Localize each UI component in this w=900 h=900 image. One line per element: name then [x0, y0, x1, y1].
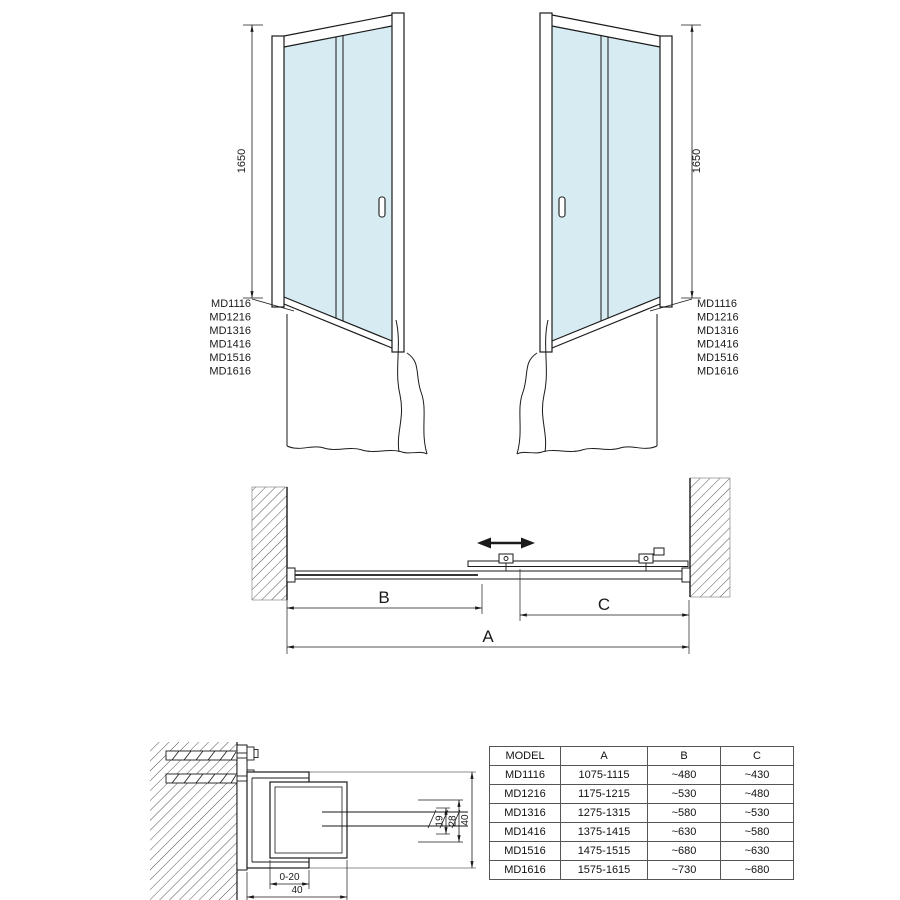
wall-section	[150, 742, 237, 900]
dim-b-label: B	[378, 588, 389, 607]
bathtub	[516, 314, 658, 455]
wall-left	[251, 486, 288, 601]
dim-profile-width-label: 40	[291, 885, 303, 896]
height-dimension: 1650	[236, 24, 263, 299]
cell-c: ~630	[720, 841, 794, 861]
leader-line	[251, 298, 295, 312]
front-view-left: 1650 MD1116 MD1216 MD1316 MD1416 MD1516 …	[209, 12, 428, 455]
model-label: MD1316	[209, 325, 251, 337]
glass-panel	[552, 26, 660, 341]
model-label: MD1616	[209, 366, 251, 378]
cell-model: MD1416	[489, 822, 561, 842]
model-label: MD1516	[209, 352, 251, 364]
sliding-panel	[467, 560, 689, 567]
cell-model: MD1616	[489, 860, 561, 880]
profile-back-flange	[236, 744, 248, 871]
roller	[503, 556, 509, 561]
door-profile-section	[269, 781, 348, 859]
dim-glass-depth-label: 19	[435, 815, 446, 827]
detail-section: 0-20 40 19 28 40	[150, 742, 476, 900]
cell-b: ~730	[647, 860, 721, 880]
header-c: C	[720, 746, 794, 766]
model-labels-right: MD1116 MD1216 MD1316 MD1416 MD1516 MD161…	[649, 298, 739, 378]
cell-c: ~680	[720, 860, 794, 880]
model-label: MD1216	[209, 312, 251, 324]
wall-right	[689, 477, 731, 598]
door-stopper	[653, 547, 665, 556]
table-row: MD1616 1575-1615 ~730 ~680	[489, 860, 794, 880]
table-row: MD1216 1175-1215 ~530 ~480	[489, 784, 794, 804]
wall-profile-left	[539, 12, 553, 353]
model-label: MD1516	[697, 352, 739, 364]
front-view-right: 1650 MD1116 MD1216 MD1316 MD1416 MD1516 …	[516, 12, 739, 455]
dim-c-label: C	[598, 595, 610, 614]
cell-a: 1175-1215	[560, 784, 648, 804]
glass-panel	[284, 26, 392, 341]
wall-profile-right	[391, 12, 405, 353]
spec-table: MODEL A B C MD1116 1075-1115 ~480 ~430 M…	[489, 746, 794, 880]
cell-a: 1375-1415	[560, 822, 648, 842]
cell-model: MD1216	[489, 784, 561, 804]
table-row: MD1416 1375-1415 ~630 ~580	[489, 822, 794, 842]
rail-end-cap-right	[681, 567, 691, 583]
model-label: MD1216	[697, 312, 739, 324]
wall-profile-left	[271, 35, 285, 308]
cell-b: ~580	[647, 803, 721, 823]
anchor-screw	[165, 746, 259, 761]
cell-model: MD1316	[489, 803, 561, 823]
model-label: MD1116	[697, 298, 737, 310]
model-label: MD1616	[697, 366, 739, 378]
cell-a: 1075-1115	[560, 765, 648, 785]
roller	[643, 556, 649, 561]
glass-section	[322, 809, 468, 829]
leader-line	[649, 298, 693, 312]
cell-a: 1475-1515	[560, 841, 648, 861]
cell-a: 1275-1315	[560, 803, 648, 823]
slide-direction-arrow	[477, 537, 535, 549]
height-dimension-label: 1650	[236, 149, 248, 173]
cell-c: ~530	[720, 803, 794, 823]
cell-c: ~480	[720, 784, 794, 804]
dim-profile-inner-label: 28	[448, 815, 459, 827]
cell-a: 1575-1615	[560, 860, 648, 880]
door-handle	[378, 196, 386, 218]
cell-model: MD1516	[489, 841, 561, 861]
height-dimension-label: 1650	[691, 149, 703, 173]
cell-b: ~630	[647, 822, 721, 842]
dim-a-label: A	[482, 627, 494, 646]
cell-c: ~430	[720, 765, 794, 785]
model-labels-left: MD1116 MD1216 MD1316 MD1416 MD1516 MD161…	[209, 298, 295, 378]
door-handle	[558, 196, 566, 218]
bathtub	[286, 314, 428, 455]
model-label: MD1116	[211, 298, 251, 310]
cell-model: MD1116	[489, 765, 561, 785]
table-header-row: MODEL A B C	[489, 746, 794, 766]
table-row: MD1516 1475-1515 ~680 ~630	[489, 841, 794, 861]
table-row: MD1116 1075-1115 ~480 ~430	[489, 765, 794, 785]
height-dimension: 1650	[681, 24, 703, 299]
wall-profile-right	[659, 35, 673, 308]
model-label: MD1316	[697, 325, 739, 337]
plan-view: B C A	[251, 477, 731, 654]
dim-adjustment-label: 0-20	[279, 872, 299, 883]
model-label: MD1416	[209, 339, 251, 351]
header-a: A	[560, 746, 648, 766]
plan-dimensions: B C A	[286, 569, 690, 654]
cell-b: ~680	[647, 841, 721, 861]
header-b: B	[647, 746, 721, 766]
cell-c: ~580	[720, 822, 794, 842]
detail-dimensions: 0-20 40 19 28 40	[246, 771, 476, 900]
table-row: MD1316 1275-1315 ~580 ~530	[489, 803, 794, 823]
dim-profile-height-label: 40	[460, 814, 471, 826]
cell-b: ~530	[647, 784, 721, 804]
model-label: MD1416	[697, 339, 739, 351]
cell-b: ~480	[647, 765, 721, 785]
rail-end-cap-left	[286, 567, 296, 583]
header-model: MODEL	[489, 746, 561, 766]
